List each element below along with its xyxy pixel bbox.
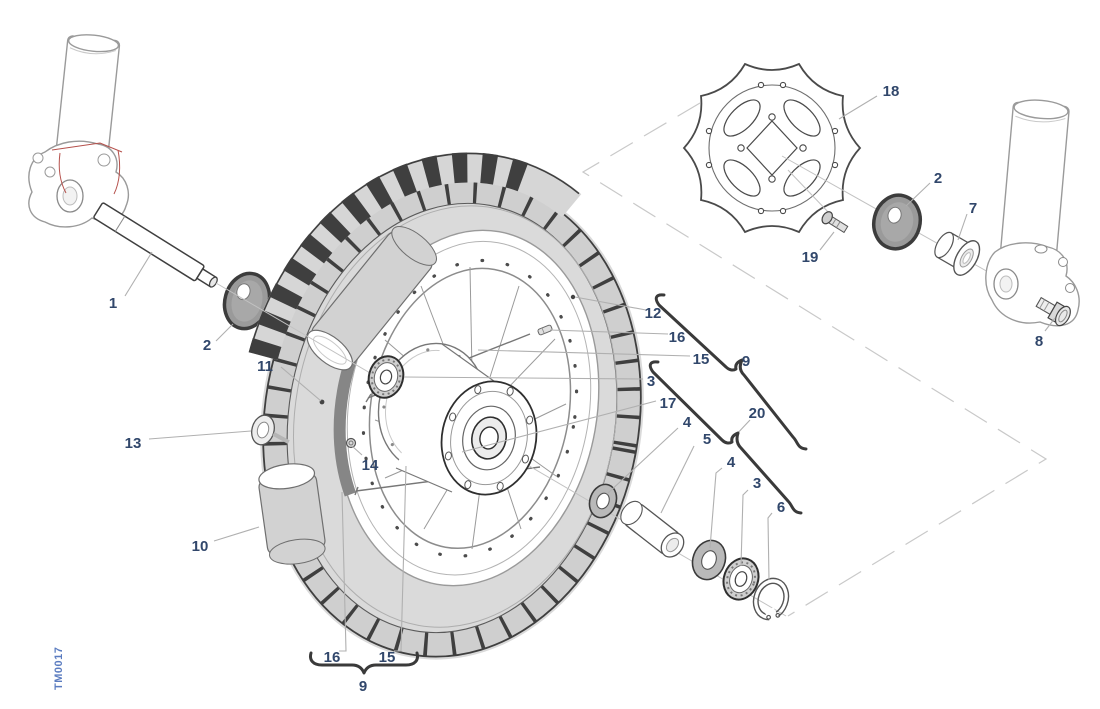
callout-2-right[interactable]: 2 bbox=[934, 170, 942, 187]
spoke-nipple bbox=[537, 324, 553, 336]
tread-knobs-edge bbox=[263, 179, 641, 657]
callout-16-bottom[interactable]: 16 bbox=[324, 649, 341, 666]
callout-16-upper[interactable]: 16 bbox=[669, 329, 686, 346]
tread-knobs-crown bbox=[237, 152, 667, 684]
callouts: 1 2 11 13 14 10 12 16 15 9 3 17 20 4 5 4… bbox=[109, 83, 1043, 695]
rim-hole-dot bbox=[570, 294, 576, 300]
tire-valve bbox=[251, 414, 290, 446]
front-axle bbox=[93, 202, 218, 288]
fork-left-red-accent bbox=[51, 142, 123, 195]
callout-14[interactable]: 14 bbox=[362, 457, 379, 474]
pinch-bolt bbox=[1035, 296, 1071, 327]
screw-axis-line bbox=[787, 169, 831, 215]
callout-4-upper[interactable]: 4 bbox=[683, 414, 692, 431]
spacer-washer-b bbox=[691, 539, 727, 581]
dust-cap-right bbox=[871, 193, 923, 251]
drawing-code: TM0017 bbox=[53, 647, 65, 690]
callout-15-bottom[interactable]: 15 bbox=[379, 649, 396, 666]
callout-2-left[interactable]: 2 bbox=[203, 337, 211, 354]
brace-group-9-bottom bbox=[309, 651, 419, 675]
brake-disc bbox=[682, 62, 862, 234]
spoke-nipple-holes bbox=[361, 258, 579, 558]
callout-15-upper[interactable]: 15 bbox=[693, 351, 710, 368]
callout-9-upper[interactable]: 9 bbox=[742, 353, 750, 370]
callout-18[interactable]: 18 bbox=[883, 83, 900, 100]
brace-group-9-upper bbox=[654, 293, 808, 451]
mousse-tube-lower bbox=[258, 463, 326, 565]
spoke-nipple-nut bbox=[345, 437, 357, 449]
callout-3-upper[interactable]: 3 bbox=[647, 373, 655, 390]
group-braces bbox=[309, 293, 808, 675]
callout-5[interactable]: 5 bbox=[703, 431, 711, 448]
callout-1[interactable]: 1 bbox=[109, 295, 117, 312]
spacer-washer-a bbox=[588, 483, 618, 519]
front-wheel bbox=[215, 152, 787, 684]
leader-lines bbox=[124, 95, 1056, 652]
callout-6[interactable]: 6 bbox=[777, 499, 785, 516]
axle-bushing bbox=[934, 231, 981, 276]
callout-7[interactable]: 7 bbox=[969, 200, 977, 217]
wheel-spacer bbox=[620, 500, 685, 558]
wheel-bearing-loose bbox=[722, 557, 760, 601]
callout-11[interactable]: 11 bbox=[257, 358, 273, 375]
callout-3-lower[interactable]: 3 bbox=[753, 475, 761, 492]
axle-spacer-set bbox=[588, 483, 790, 628]
rim-band bbox=[333, 245, 579, 577]
callout-17[interactable]: 17 bbox=[660, 395, 677, 412]
front-fork-right bbox=[985, 99, 1080, 327]
section-boundary-dashed-line bbox=[581, 102, 1048, 617]
callout-9-bottom[interactable]: 9 bbox=[359, 678, 367, 695]
callout-20[interactable]: 20 bbox=[749, 405, 766, 422]
hub-front-flange bbox=[440, 380, 538, 496]
callout-12[interactable]: 12 bbox=[645, 305, 662, 322]
wheel-bearing-installed bbox=[367, 355, 405, 399]
callout-8[interactable]: 8 bbox=[1035, 333, 1043, 350]
circlip bbox=[752, 577, 790, 628]
callout-19[interactable]: 19 bbox=[802, 249, 819, 266]
callout-4-lower[interactable]: 4 bbox=[727, 454, 736, 471]
mousse-tube-upper bbox=[306, 226, 437, 371]
callout-10[interactable]: 10 bbox=[192, 538, 209, 555]
front-fork-left bbox=[28, 34, 130, 228]
callout-13[interactable]: 13 bbox=[125, 435, 142, 452]
brace-group-20 bbox=[648, 360, 803, 515]
hub bbox=[367, 342, 538, 496]
disc-screw bbox=[821, 211, 849, 234]
